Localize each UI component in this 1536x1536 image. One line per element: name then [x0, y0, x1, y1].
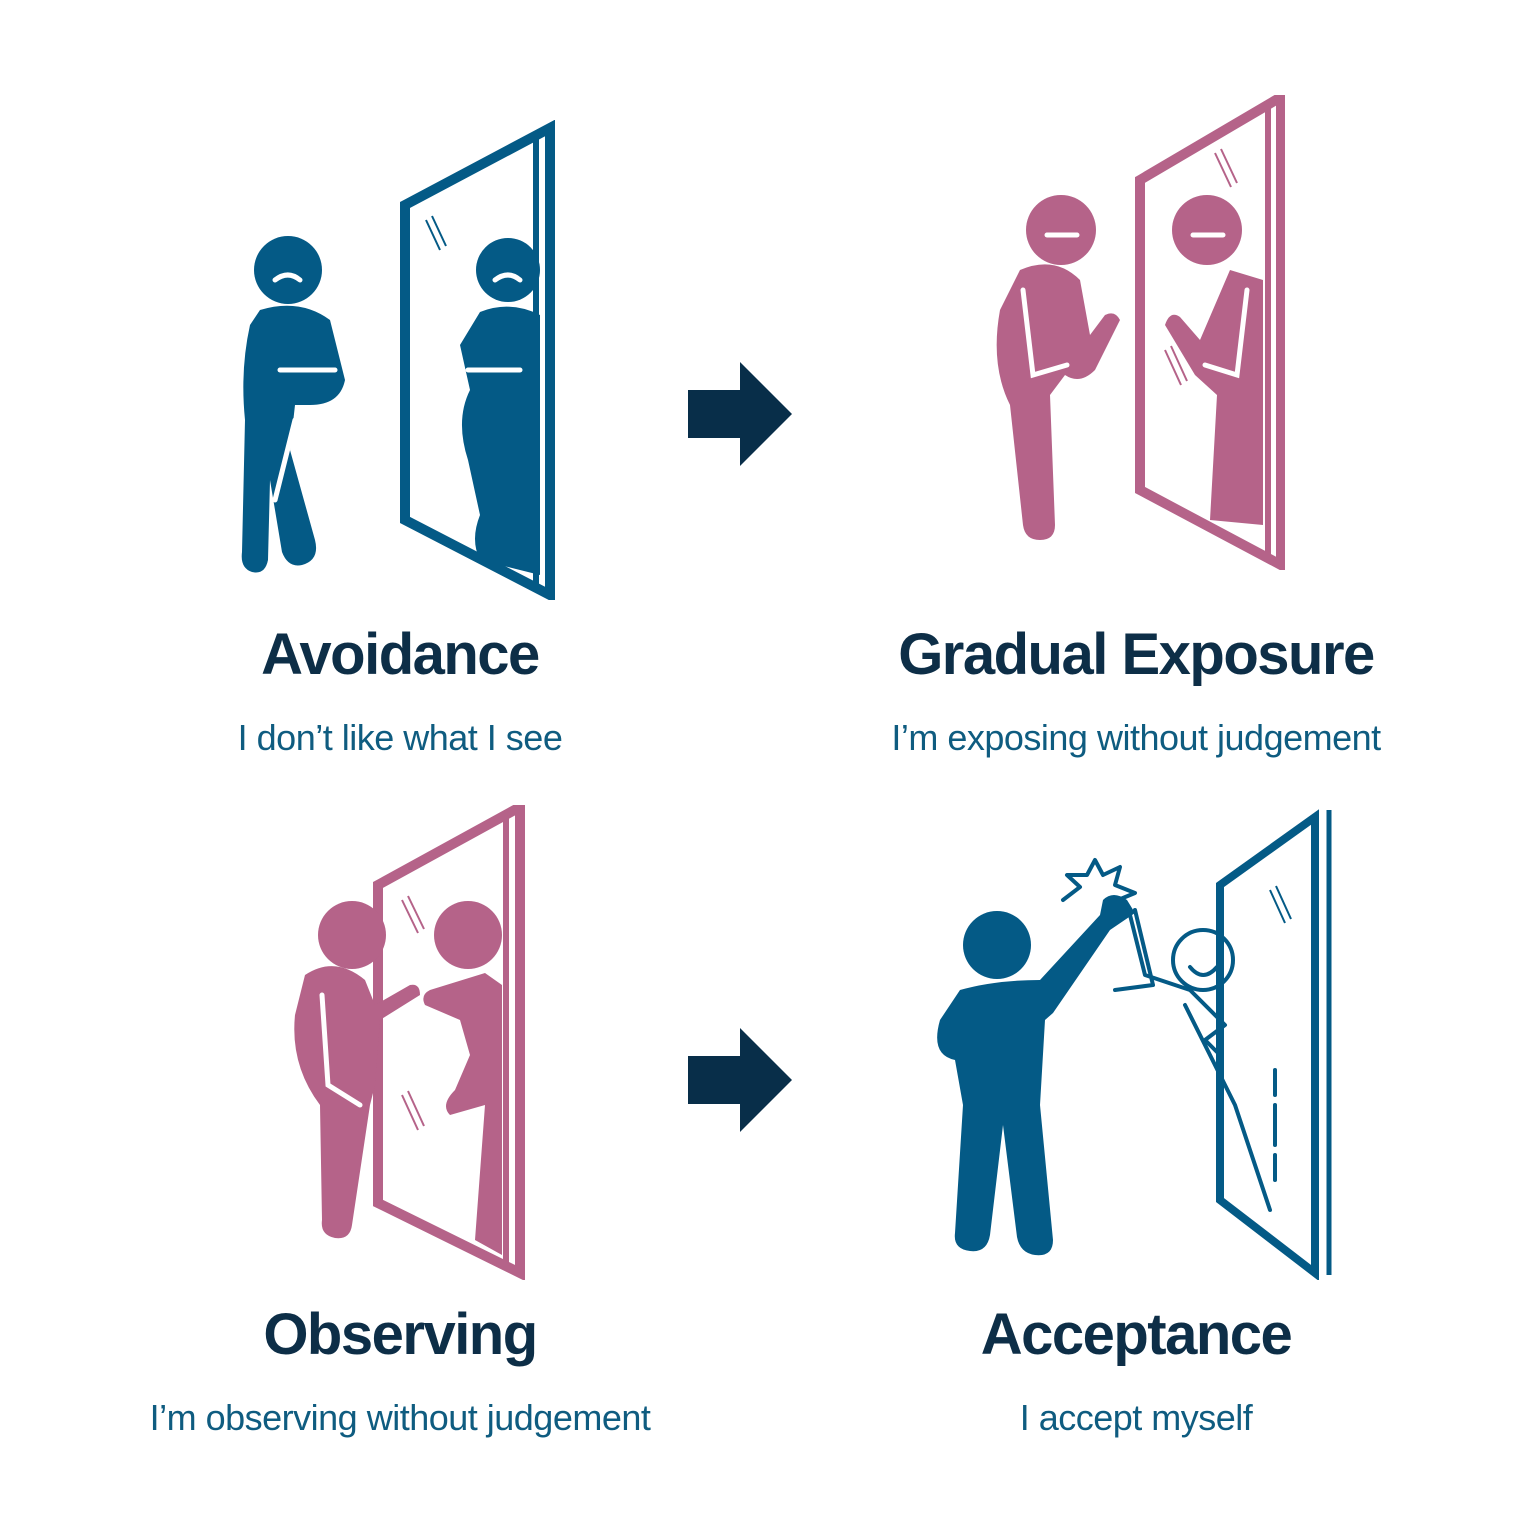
person-touching-mirror-icon [294, 805, 525, 1280]
right-arrow-icon [688, 362, 792, 466]
stage-title: Gradual Exposure [898, 622, 1375, 687]
person-high-five-mirror-icon [937, 809, 1332, 1280]
stage-title: Avoidance [261, 622, 540, 687]
person-hiding-from-mirror-icon [241, 120, 555, 600]
stage-caption: I’m observing without judgement [149, 1397, 651, 1438]
stage-caption: I don’t like what I see [237, 717, 563, 758]
stage-caption: I accept myself [1019, 1397, 1253, 1438]
right-arrow-icon [688, 1028, 792, 1132]
stage-title: Acceptance [980, 1302, 1293, 1367]
person-facing-mirror-icon [996, 95, 1285, 570]
stage-title: Observing [263, 1302, 538, 1367]
stage-caption: I’m exposing without judgement [891, 717, 1381, 758]
